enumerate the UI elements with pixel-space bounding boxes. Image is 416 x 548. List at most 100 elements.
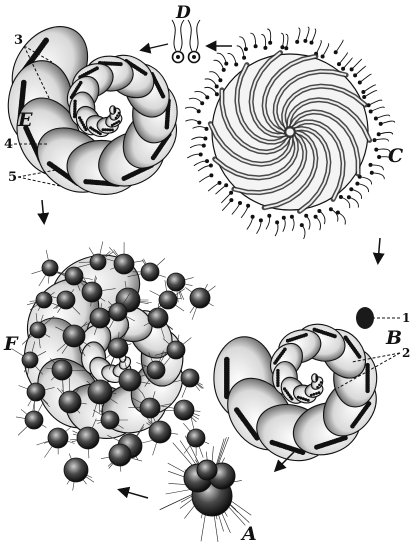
swarmer-flagellum xyxy=(191,137,205,139)
swarmer-flagellum xyxy=(198,165,211,171)
swarmer-flagellum xyxy=(216,185,227,194)
swarmer-flagellum xyxy=(283,218,285,232)
young-amoeboid xyxy=(64,458,88,482)
young-amoeboid xyxy=(90,254,106,270)
young-amoeboid xyxy=(109,444,131,466)
swarmer-flagellum xyxy=(241,206,248,218)
swarmer-flagellum xyxy=(247,217,253,230)
shell-pore xyxy=(116,114,119,117)
young-amoeboid xyxy=(48,428,68,448)
swarmer-flagellum xyxy=(312,29,316,43)
shell-pore xyxy=(79,81,83,85)
callout-number-2: 2 xyxy=(402,346,410,360)
swarmer-flagellum xyxy=(372,173,385,179)
young-amoeboid xyxy=(30,322,46,338)
panel-label-d: D xyxy=(175,3,191,23)
shell-pore xyxy=(89,126,92,129)
shell-pore xyxy=(314,445,319,450)
swarmer-flagellum xyxy=(376,115,390,118)
swarmer xyxy=(218,181,222,185)
shell-pore xyxy=(47,161,52,166)
cycle-arrow-icon xyxy=(42,200,44,222)
swarmer-flagellum xyxy=(187,154,201,158)
callout-number-3: 3 xyxy=(14,33,23,48)
young-amoeboid xyxy=(148,308,168,328)
swarmer-flagellum xyxy=(339,53,347,64)
swarmer-flagellum xyxy=(364,91,377,97)
swarmer-flagellum xyxy=(217,53,227,63)
swarmer xyxy=(275,220,279,224)
shell-pore xyxy=(357,355,361,359)
panel-e-shell: E 3 4 5 xyxy=(0,12,187,206)
shell-pore xyxy=(161,94,165,98)
shell-pore xyxy=(113,111,115,113)
shell-pore xyxy=(320,381,323,384)
swarmer-flagellum xyxy=(189,98,202,103)
swarmer-flagellum xyxy=(371,107,385,111)
swarmer-flagellum xyxy=(302,225,305,239)
young-amoeboid xyxy=(65,267,83,285)
swarmer-flagellum xyxy=(306,216,310,230)
shell-pore xyxy=(315,392,318,395)
shell-pore xyxy=(165,125,170,130)
gamete-flagella xyxy=(172,20,184,51)
shell-pore xyxy=(318,391,321,394)
swarmer-flagellum xyxy=(208,183,219,191)
young-amoeboid xyxy=(181,369,199,387)
shell-pore xyxy=(73,100,76,103)
swarmer-flagellum xyxy=(352,59,362,69)
swarmer-flagellum xyxy=(369,100,382,105)
shell-pore xyxy=(151,155,156,160)
swarmer-flagellum xyxy=(261,34,265,47)
shell-pore xyxy=(83,179,88,184)
shell-pore xyxy=(310,394,313,397)
swarmer xyxy=(329,207,333,211)
young-amoeboid xyxy=(59,391,81,413)
callout-number-4: 4 xyxy=(4,137,13,152)
shell-pore xyxy=(43,38,49,44)
panel-label-e: E xyxy=(17,109,33,131)
swarmer-flagellum xyxy=(228,53,237,64)
young-amoeboid xyxy=(36,292,52,308)
young-amoeboid xyxy=(88,380,112,404)
shell-pore xyxy=(102,128,105,131)
swarmer-flagellum xyxy=(360,74,371,82)
swarmer-flagellum xyxy=(257,220,262,233)
shell-pore xyxy=(115,117,118,120)
swarmer-flagellum xyxy=(357,184,368,193)
shell-pore xyxy=(283,387,286,390)
young-amoeboid xyxy=(52,360,72,380)
swarmer-flagellum xyxy=(222,200,231,211)
swarmer-flagellum xyxy=(221,193,231,203)
swarmer xyxy=(339,195,343,199)
swarmer-flagellum xyxy=(336,40,343,52)
young-amoeboid xyxy=(159,291,177,309)
shell-pore xyxy=(119,62,123,66)
gamete-flagella xyxy=(188,20,200,51)
swarmer-flagellum xyxy=(194,161,207,166)
swarmer xyxy=(282,216,286,220)
swarmer-flagellum xyxy=(360,177,372,185)
young-amoeboid xyxy=(149,421,171,443)
shell-pore xyxy=(111,124,114,127)
young-amoeboid xyxy=(190,288,210,308)
shell-pore xyxy=(224,357,230,363)
arrow-d-to-e xyxy=(142,44,168,50)
young-amoeboid xyxy=(22,352,38,368)
young-amoeboid xyxy=(141,263,159,281)
young-amoeboid xyxy=(109,303,127,321)
panel-label-b: B xyxy=(385,327,402,349)
swarmer-flagellum xyxy=(381,121,395,124)
shell-pore xyxy=(270,440,275,445)
swarmer-flagellum xyxy=(286,34,288,48)
swarmer xyxy=(290,215,294,219)
swarmer-flagellum xyxy=(349,197,359,207)
swarmer-flagellum xyxy=(343,58,352,69)
shell-pore xyxy=(333,334,337,338)
young-amoeboid xyxy=(27,383,45,401)
swarmer-flagellum xyxy=(185,120,199,123)
young-amoeboid xyxy=(140,398,160,418)
swarmer-flagellum xyxy=(305,27,309,41)
swarmer-flagellum xyxy=(281,33,284,47)
swarmer xyxy=(374,117,378,121)
